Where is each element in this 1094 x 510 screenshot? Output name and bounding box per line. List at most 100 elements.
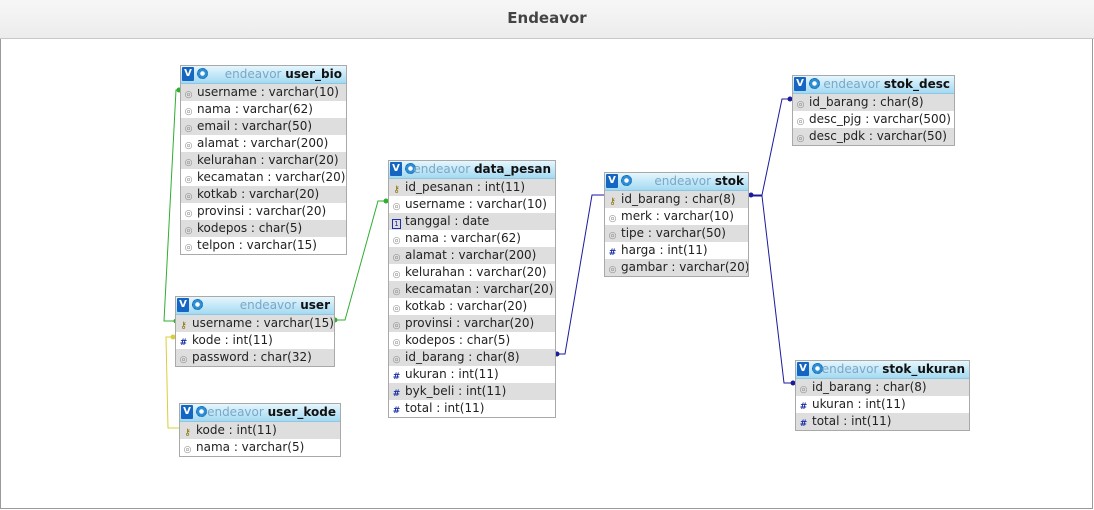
col-icon: ◎ <box>184 175 193 185</box>
column-row[interactable]: ◎kelurahan : varchar(20) <box>389 264 555 281</box>
column-row[interactable]: ◎alamat : varchar(200) <box>181 135 346 152</box>
column-label: kecamatan : varchar(20) <box>197 170 346 184</box>
gear-icon[interactable] <box>405 163 416 174</box>
column-row[interactable]: #total : int(11) <box>796 413 969 430</box>
gear-icon[interactable] <box>812 363 823 374</box>
database-name: endeavor <box>207 405 264 419</box>
column-label: total : int(11) <box>812 414 892 428</box>
table-title: endeavor user_kode <box>207 405 336 419</box>
column-row[interactable]: ◎id_barang : char(8) <box>796 379 969 396</box>
column-row[interactable]: #kode : int(11) <box>176 332 334 349</box>
column-row[interactable]: ◎kelurahan : varchar(20) <box>181 152 346 169</box>
column-label: kelurahan : varchar(20) <box>197 153 339 167</box>
column-label: provinsi : varchar(20) <box>197 204 327 218</box>
gear-icon[interactable] <box>197 68 208 79</box>
column-label: email : varchar(50) <box>197 119 313 133</box>
column-row[interactable]: ◎kotkab : varchar(20) <box>389 298 555 315</box>
col-icon: ◎ <box>184 226 193 236</box>
collapse-icon[interactable]: V <box>182 67 194 81</box>
column-row[interactable]: ◎desc_pdk : varchar(50) <box>793 128 954 145</box>
column-label: desc_pjg : varchar(500) <box>809 112 951 126</box>
gear-icon[interactable] <box>621 175 632 186</box>
column-row[interactable]: ◎provinsi : varchar(20) <box>389 315 555 332</box>
column-row[interactable]: ◎kodepos : char(5) <box>181 220 346 237</box>
column-row[interactable]: ◎alamat : varchar(200) <box>389 247 555 264</box>
collapse-icon[interactable]: V <box>181 405 193 419</box>
column-label: ukuran : int(11) <box>405 367 499 381</box>
column-row[interactable]: # ukuran : int(11) <box>389 366 555 383</box>
column-row[interactable]: ◎provinsi : varchar(20) <box>181 203 346 220</box>
column-row[interactable]: ◎id_barang : char(8) <box>389 349 555 366</box>
column-row[interactable]: ◎id_barang : char(8) <box>793 94 954 111</box>
col-icon: ◎ <box>608 231 617 241</box>
column-row[interactable]: ⚷kode : int(11) <box>180 422 340 439</box>
column-label: merk : varchar(10) <box>621 209 734 223</box>
column-row[interactable]: ◎ email : varchar(50) <box>181 118 346 135</box>
column-list: ◎id_barang : char(8)◎desc_pjg : varchar(… <box>793 94 954 145</box>
column-label: nama : varchar(62) <box>197 102 313 116</box>
column-row[interactable]: ◎ kecamatan : varchar(20) <box>181 169 346 186</box>
column-label: tipe : varchar(50) <box>621 226 726 240</box>
col-icon: ◎ <box>392 338 401 348</box>
column-row[interactable]: ⚷username : varchar(15) <box>176 315 334 332</box>
column-row[interactable]: #total : int(11) <box>389 400 555 417</box>
column-label: id_barang : char(8) <box>621 192 736 206</box>
collapse-icon[interactable]: V <box>794 77 806 91</box>
gear-icon[interactable] <box>196 406 207 417</box>
designer-canvas[interactable] <box>0 39 1093 509</box>
column-row[interactable]: ◎kecamatan : varchar(20) <box>389 281 555 298</box>
column-row[interactable]: ⚷id_pesanan : int(11) <box>389 179 555 196</box>
column-row[interactable]: ◎nama : varchar(62) <box>389 230 555 247</box>
col-icon: ◎ <box>392 270 401 280</box>
num-icon: # <box>179 338 188 348</box>
collapse-icon[interactable]: V <box>797 362 809 376</box>
column-row[interactable]: ◎kodepos : char(5) <box>389 332 555 349</box>
column-row[interactable]: ◎desc_pjg : varchar(500) <box>793 111 954 128</box>
column-label: kode : int(11) <box>196 423 277 437</box>
column-row[interactable]: #ukuran : int(11) <box>796 396 969 413</box>
gear-icon[interactable] <box>192 299 203 310</box>
column-row[interactable]: ◎ tipe : varchar(50) <box>605 225 748 242</box>
column-row[interactable]: ◎merk : varchar(10) <box>605 208 748 225</box>
column-row[interactable]: ◎username : varchar(10) <box>181 84 346 101</box>
collapse-icon[interactable]: V <box>606 174 618 188</box>
column-row[interactable]: ◎nama : varchar(62) <box>181 101 346 118</box>
column-row[interactable]: ⚷id_barang : char(8) <box>605 191 748 208</box>
column-row[interactable]: ◎telpon : varchar(15) <box>181 237 346 254</box>
column-row[interactable]: #byk_beli : int(11) <box>389 383 555 400</box>
column-label: byk_beli : int(11) <box>405 384 507 398</box>
table-name: stok <box>714 174 744 188</box>
collapse-icon[interactable]: V <box>390 162 402 176</box>
num-icon: # <box>392 372 401 382</box>
column-label: id_barang : char(8) <box>809 95 924 109</box>
column-row[interactable]: ◎gambar : varchar(20) <box>605 259 748 276</box>
gear-icon[interactable] <box>809 78 820 89</box>
num-icon: # <box>392 406 401 416</box>
column-row[interactable]: ◎nama : varchar(5) <box>180 439 340 456</box>
table-title: endeavor stok_desc <box>823 77 950 91</box>
column-row[interactable]: ◎kotkab : varchar(20) <box>181 186 346 203</box>
column-row[interactable]: #harga : int(11) <box>605 242 748 259</box>
column-list: ⚷username : varchar(15)#kode : int(11)◎p… <box>176 315 334 366</box>
table-name: user_kode <box>267 405 336 419</box>
col-icon: ◎ <box>184 124 193 134</box>
column-row[interactable]: ◎username : varchar(10) <box>389 196 555 213</box>
collapse-icon[interactable]: V <box>177 298 189 312</box>
column-row[interactable]: ◎password : char(32) <box>176 349 334 366</box>
column-label: nama : varchar(5) <box>196 440 305 454</box>
